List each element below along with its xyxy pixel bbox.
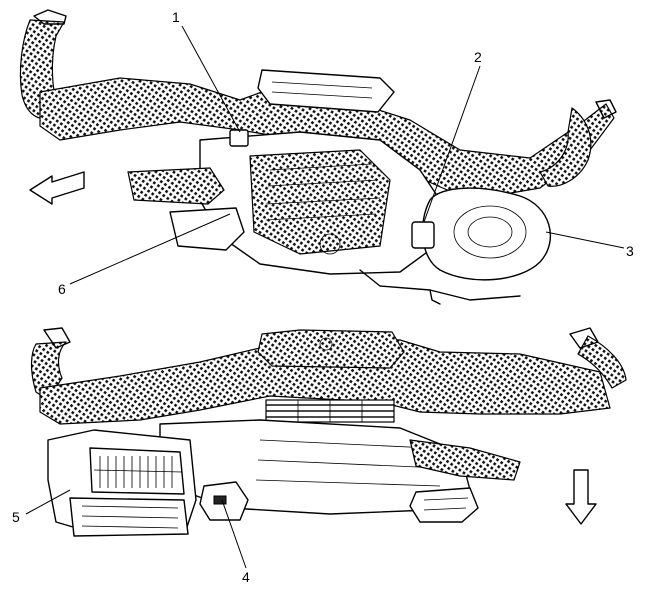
upper-right-duct-hose [539,107,592,187]
lower-blower-fan [93,456,183,488]
lower-right-floor-duct [409,439,521,481]
upper-evaporator-case [249,149,391,255]
upper-actuator [411,221,435,249]
lower-right-outlet [409,487,479,523]
callout-leaders [25,25,625,569]
upper-hvac-assembly [19,9,617,305]
callout-6: 6 [58,281,66,297]
lower-right-duct-hose [577,335,627,389]
callout-1: 1 [172,9,180,25]
upper-connector [229,129,249,147]
upper-top-outlet [257,69,395,113]
lower-hvac-assembly [30,327,627,537]
callout-4: 4 [242,569,250,585]
callout-2: 2 [474,49,482,65]
callout-numbers: 1 2 3 4 5 6 [12,9,634,585]
upper-left-plenum [169,207,245,251]
upper-left-bracket [127,167,225,205]
arrow-down-icon [565,469,597,525]
lower-top-outlet [257,329,405,369]
upper-blower-housing [421,187,551,281]
callout-5: 5 [12,509,20,525]
callout-3: 3 [626,243,634,259]
arrow-left-icon [29,171,85,205]
